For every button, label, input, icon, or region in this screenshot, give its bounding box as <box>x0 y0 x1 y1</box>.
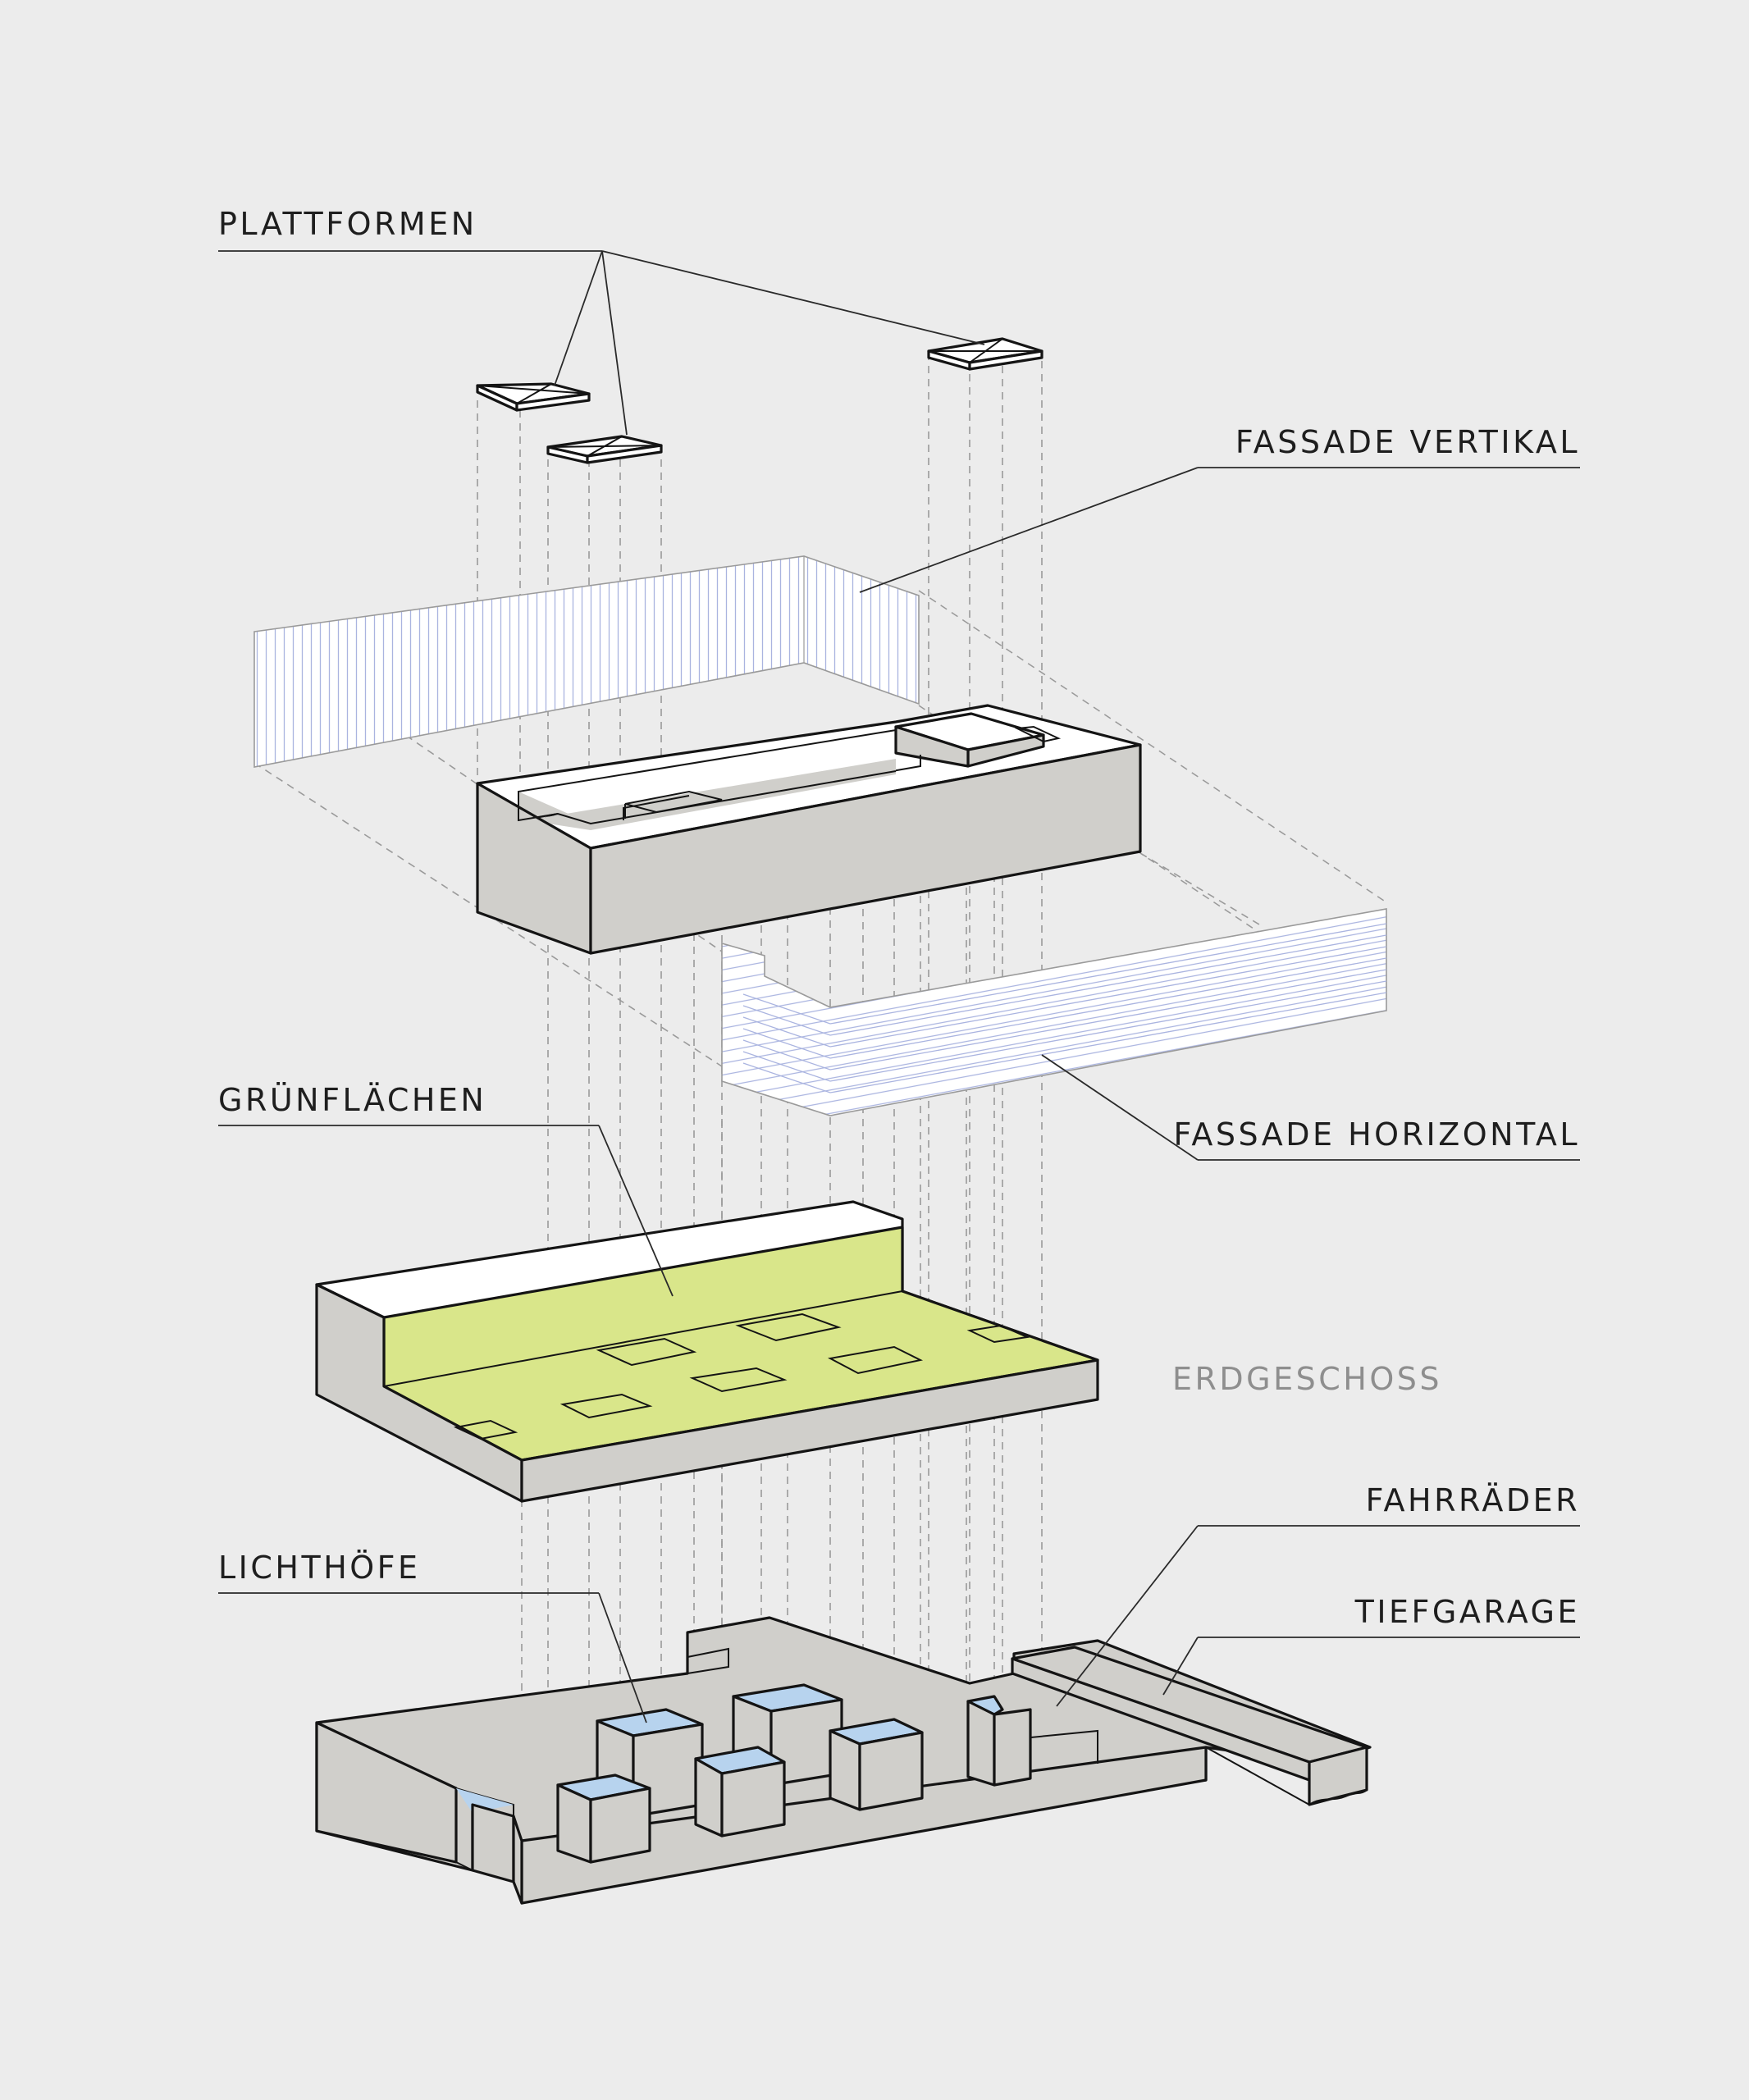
leader-lines <box>218 250 1580 1723</box>
light-shaft-5 <box>829 1718 924 1811</box>
labels: PLATTFORMEN FASSADE VERTIKAL FASSADE HOR… <box>218 206 1580 1630</box>
garage-ramp <box>1011 1646 1368 1806</box>
label-plattformen: PLATTFORMEN <box>218 206 477 242</box>
label-fassade-vertikal: FASSADE VERTIKAL <box>1235 424 1580 460</box>
light-shaft-2 <box>556 1774 651 1864</box>
label-tiefgarage: TIEFGARAGE <box>1354 1594 1580 1630</box>
ground-floor <box>315 1200 1099 1503</box>
label-erdgeschoss: ERDGESCHOSS <box>1172 1361 1442 1397</box>
label-fassade-horizontal: FASSADE HORIZONTAL <box>1173 1116 1580 1153</box>
label-lichthoefe: LICHTHÖFE <box>218 1550 421 1586</box>
label-fahrraeder: FAHRRÄDER <box>1366 1482 1580 1518</box>
platform-3 <box>927 337 1043 371</box>
platform-2 <box>546 435 663 464</box>
ground-floor-openings <box>453 1312 1030 1440</box>
platforms <box>476 337 1043 464</box>
label-gruenflaechen: GRÜNFLÄCHEN <box>218 1082 486 1118</box>
bike-shaft <box>966 1695 1032 1787</box>
facade-vertical <box>253 555 920 768</box>
facade-horizontal <box>721 908 1387 1116</box>
basement <box>315 1616 1372 1905</box>
platform-1 <box>476 382 591 412</box>
light-shaft-3 <box>732 1683 843 1787</box>
light-shaft-4 <box>694 1746 786 1838</box>
upper-building-block <box>476 704 1142 955</box>
